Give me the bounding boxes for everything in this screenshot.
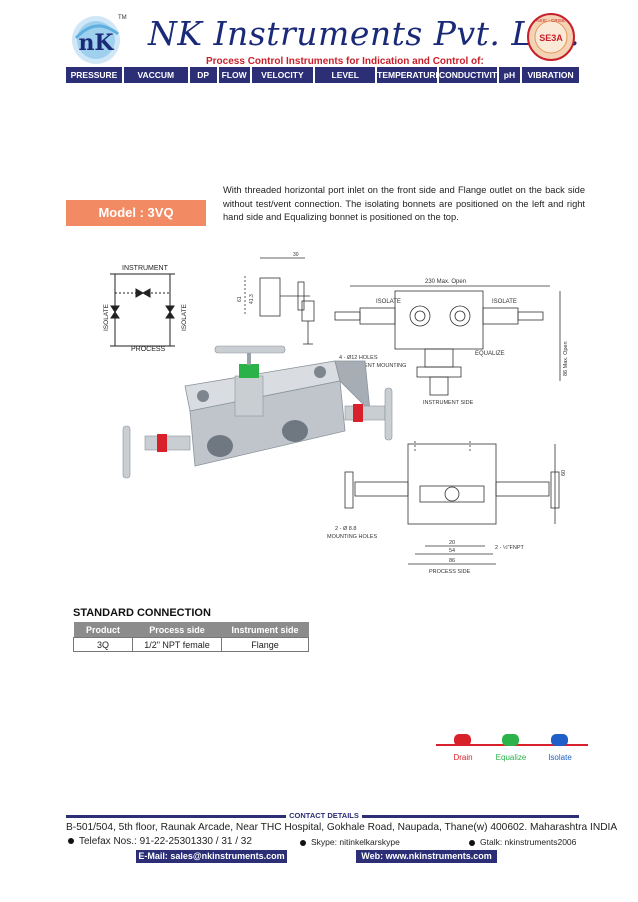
bottom-dim-60: 60 [561,470,567,476]
category-nav: PRESSURE VACCUM DP FLOW VELOCITY LEVEL T… [66,67,579,83]
nav-flow[interactable]: FLOW [219,67,252,83]
website-link[interactable]: Web: www.nkinstruments.com [356,850,497,863]
email-link[interactable]: E-Mail: sales@nkinstruments.com [136,850,287,863]
contact-details-label: CONTACT DETAILS [286,811,362,820]
logo-text: nK [78,30,114,56]
front-isolate-left: ISOLATE [376,299,401,305]
standard-connection-table: Product Process side Instrument side 3Q … [73,622,309,652]
cell-product: 3Q [73,637,133,652]
manifold-drawing: INSTRUMENT PROCESS ISOLATE ISOLATE 30 61… [103,252,569,575]
side-dim-41: 41.3 [249,294,255,304]
legend-drain: Drain [453,753,472,762]
nav-temperature[interactable]: TEMPERATURE [377,67,439,83]
model-description: With threaded horizontal port inlet on t… [223,185,585,222]
bottom-dim-86: 86 [449,558,455,564]
flow-schematic [110,273,175,347]
isolate-knob-icon [551,734,568,746]
seal-caption: NSIC - CRISIL [536,18,566,23]
nav-velocity[interactable]: VELOCITY [252,67,316,83]
manifold-product-photo [122,345,393,479]
nav-vaccum[interactable]: VACCUM [124,67,190,83]
trademark: TM [118,15,127,21]
bottom-dim-20: 20 [449,540,455,546]
header-process-side: Process side [132,622,222,638]
bullet-icon [300,839,306,846]
skype-text: Skype: nitinkelkarskype [311,837,400,847]
side-dim-61: 61 [237,296,243,302]
header-product: Product [73,622,133,638]
header-instrument-side: Instrument side [221,622,309,638]
telefax-text: Telefax Nos.: 91-22-25301330 / 31 / 32 [79,836,252,847]
company-logo: nK TM [72,15,127,64]
bottom-npt: 2 - ½"FNPT [495,544,524,551]
nav-dp[interactable]: DP [190,67,219,83]
bottom-view-drawing [344,441,560,565]
nav-vibration[interactable]: VIBRATION [527,70,574,80]
side-dim-top: 30 [293,252,299,258]
front-isolate-right: ISOLATE [492,299,517,305]
bottom-mounting: MOUNTING HOLES [327,534,377,540]
front-holes: 4 - Ø12 HOLES [339,355,378,361]
cell-process-side: 1/2" NPT female [132,637,222,652]
model-label: Model : 3VQ [66,200,206,226]
front-mounting: INSTRUMENT MOUNTING [339,363,406,369]
legend-equalize: Equalize [496,753,527,762]
table-row: 3Q 1/2" NPT female Flange [73,637,309,652]
gtalk-text: Gtalk: nkinstruments2006 [480,837,577,847]
front-instrument-side: INSTRUMENT SIDE [423,400,474,406]
front-equalize: EQUALIZE [475,351,505,357]
side-view-drawing [244,257,315,345]
company-name: NK Instruments Pvt. Ltd. [148,14,581,53]
drain-knob-icon [454,734,471,746]
bottom-process-side: PROCESS SIDE [429,569,471,575]
nav-level[interactable]: LEVEL [315,67,378,83]
telefax: Telefax Nos.: 91-22-25301330 / 31 / 32 [68,836,252,847]
contact-row: Telefax Nos.: 91-22-25301330 / 31 / 32 S… [66,836,586,850]
front-view-drawing [334,285,561,396]
gtalk: Gtalk: nkinstruments2006 [469,837,576,847]
tagline: Process Control Instruments for Indicati… [206,56,484,67]
front-max-open: 230 Max. Open [425,279,466,285]
bottom-dim-54: 54 [449,548,455,554]
schematic-process: PROCESS [131,346,166,353]
standard-connection-title: STANDARD CONNECTION [73,607,211,619]
schematic-isolate-left: ISOLATE [103,303,110,331]
nav-pressure[interactable]: PRESSURE [66,67,124,83]
nav-conductivity[interactable]: CONDUCTIVITY [439,67,499,83]
skype: Skype: nitinkelkarskype [300,837,400,847]
schematic-isolate-right: ISOLATE [181,303,188,331]
legend-isolate: Isolate [548,753,572,762]
equalize-knob-icon [502,734,519,746]
nav-ph[interactable]: pH [499,67,523,83]
bullet-icon [68,838,74,845]
schematic-instrument: INSTRUMENT [122,265,169,272]
front-height: 86 Max. Open [563,341,569,376]
seal-text: SE3A [539,33,563,43]
bullet-icon [469,839,475,846]
bottom-holes: 2 - Ø 8.8 [335,526,356,532]
bonnet-color-legend: Drain Equalize Isolate [436,734,588,762]
contact-divider: CONTACT DETAILS [66,811,579,820]
nsic-seal: NSIC - CRISIL SE3A [527,13,575,61]
cell-instrument-side: Flange [221,637,309,652]
address: B-501/504, 5th floor, Raunak Arcade, Nea… [66,822,618,833]
